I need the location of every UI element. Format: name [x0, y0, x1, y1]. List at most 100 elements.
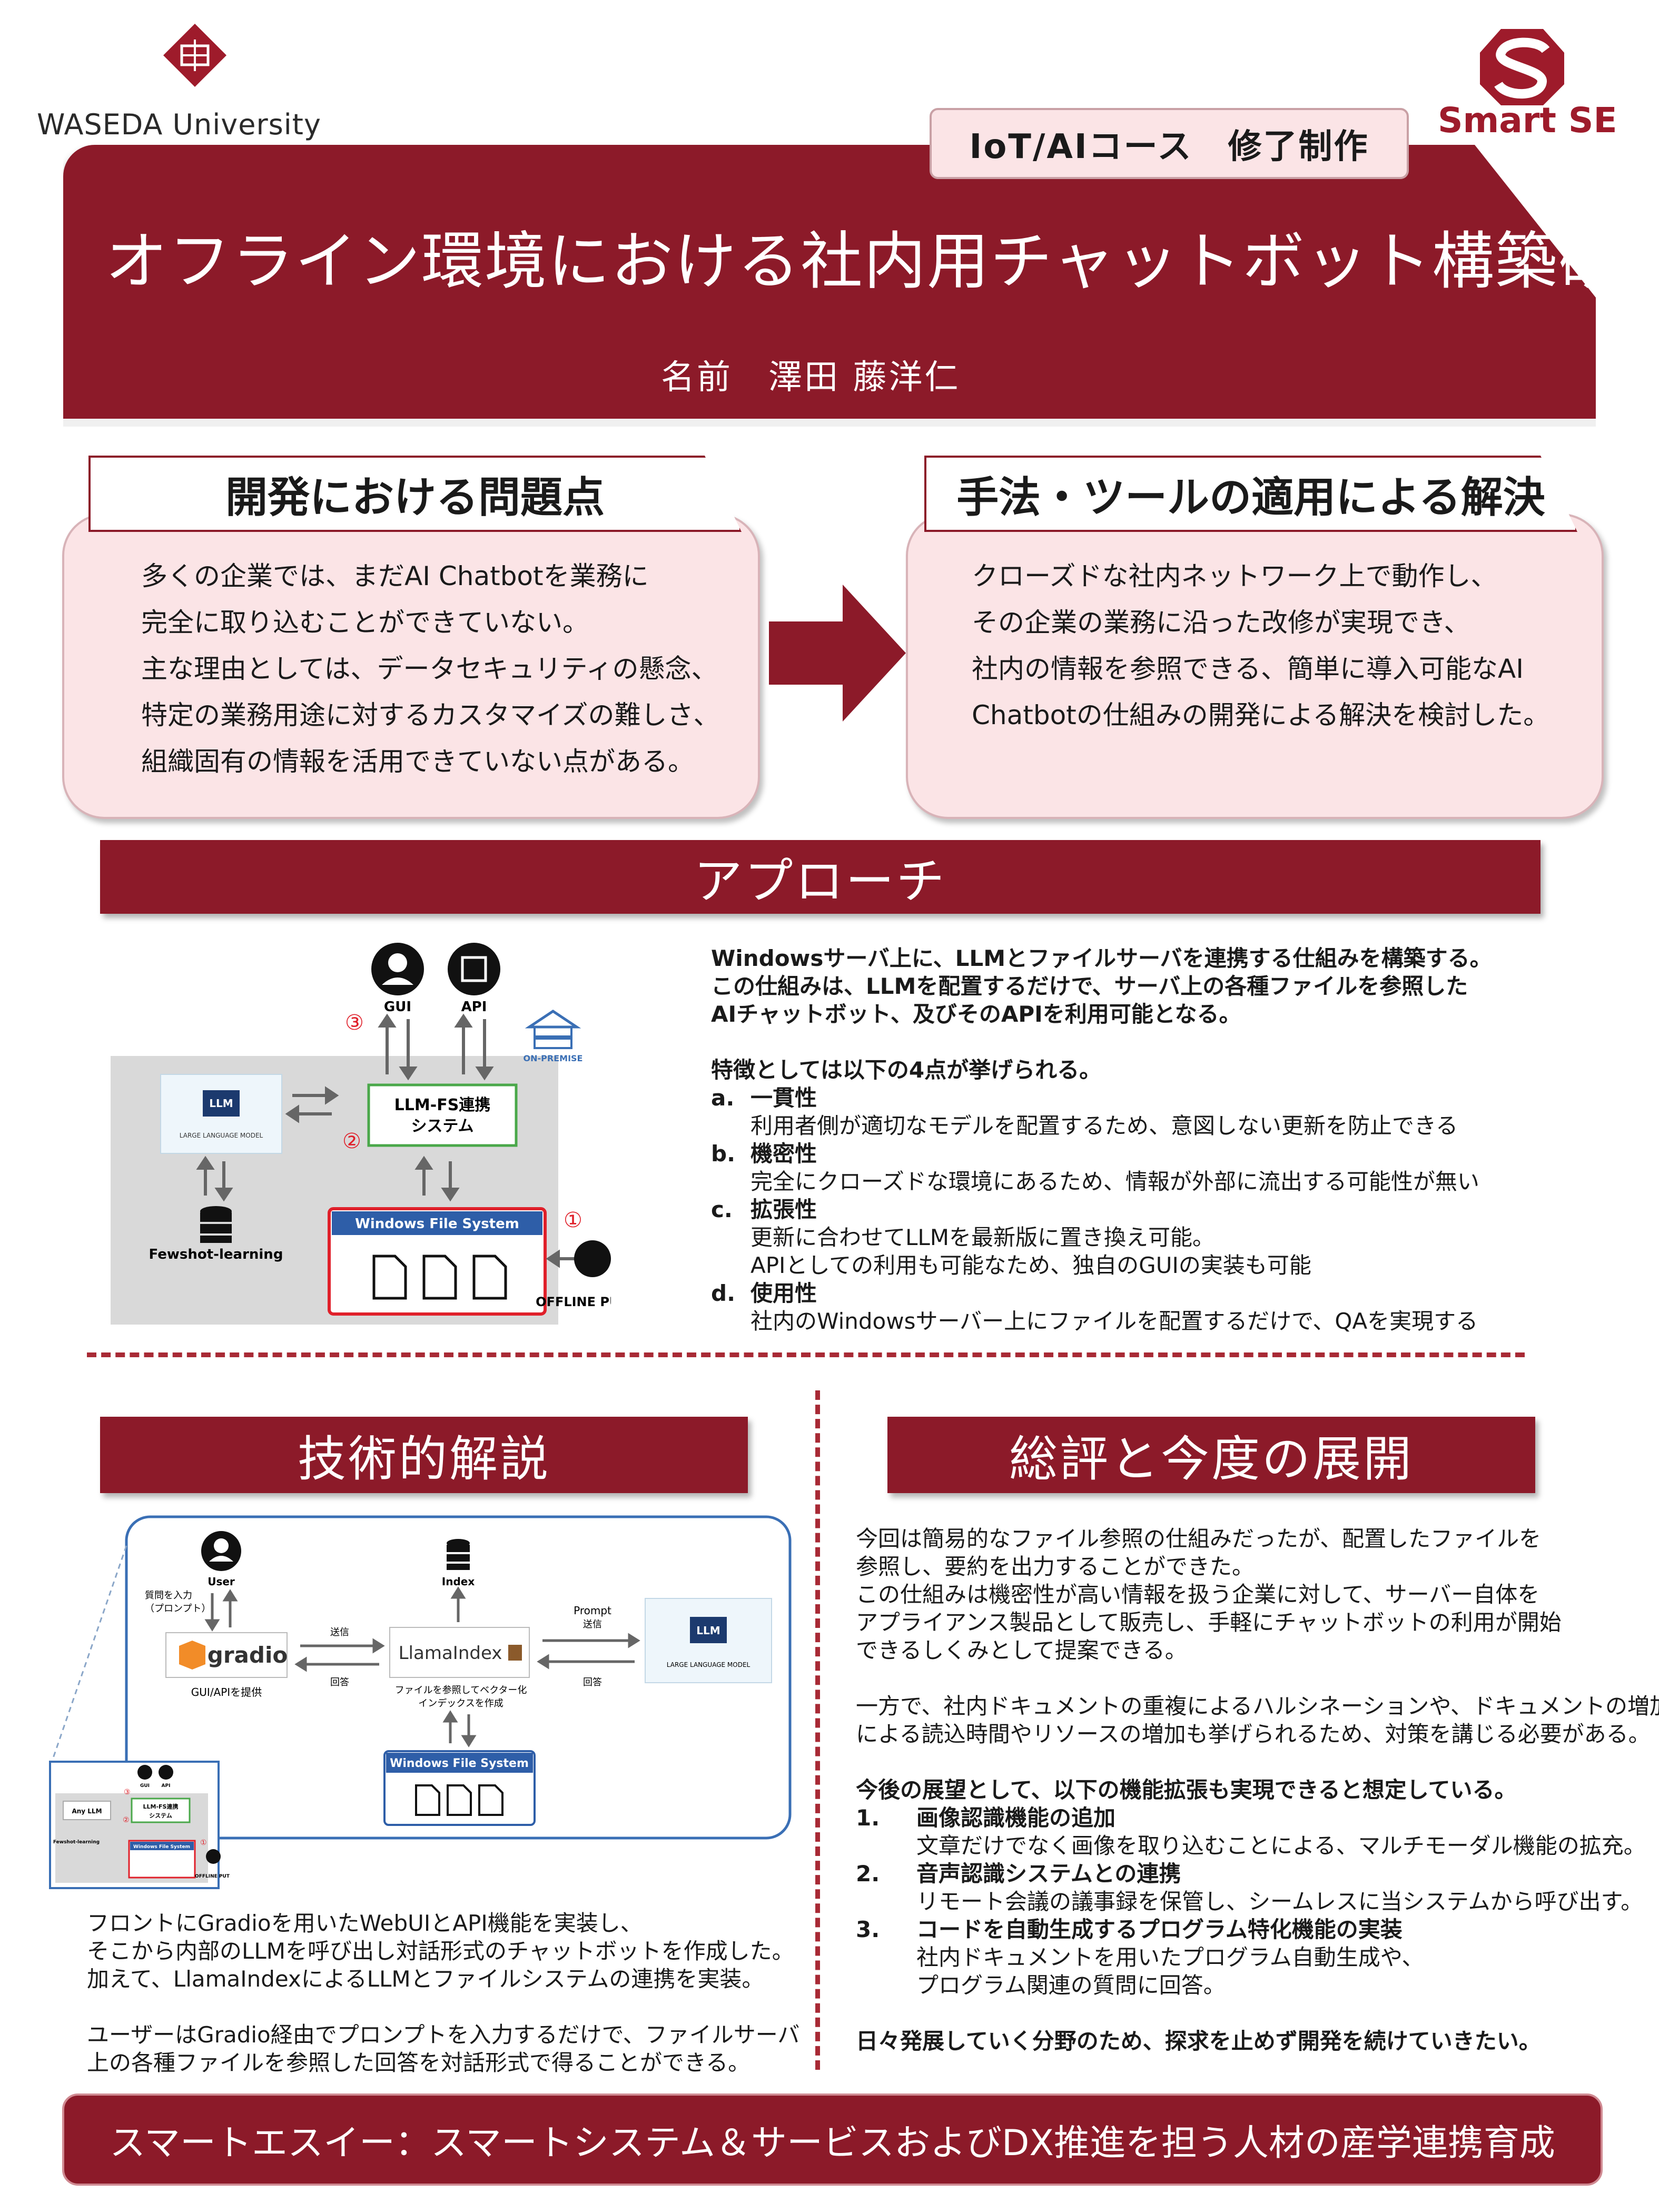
wfs-label: Windows File System [355, 1216, 519, 1232]
llamaindex-sub-label: インデックスを作成 [418, 1698, 503, 1709]
tech-diagram: User 質問を入力 （プロンプト） gradio GUI/APIを提供 送信 … [49, 1515, 792, 1889]
problem-line: 多くの企業では、まだAI Chatbotを業務に [141, 561, 649, 591]
feature-title: 拡張性 [750, 1197, 817, 1222]
tech-line: 加えて、LlamaIndexによるLLMとファイルシステムの連携を実装。 [87, 1966, 764, 1992]
mini-api-label: API [162, 1783, 171, 1789]
input-label: （プロンプト） [145, 1603, 211, 1614]
mini-marker-2: ② [123, 1816, 130, 1824]
brand-name: Smart SE [1438, 100, 1617, 141]
future-title: 音声認識システムとの連携 [916, 1861, 1181, 1887]
waseda-logo [163, 24, 226, 87]
feature-title: 使用性 [750, 1280, 817, 1306]
problem-line: 主な理由としては、データセキュリティの懸念、 [141, 654, 718, 684]
footer-banner: スマートエスイー：スマートシステム＆サービスおよびDX推進を担う人材の産学連携育… [62, 2094, 1603, 2186]
section-divider [87, 1352, 1525, 1357]
solution-line: クローズドな社内ネットワーク上で動作し、 [972, 561, 1497, 591]
llm-sub-label: LARGE LANGUAGE MODEL [180, 1132, 263, 1139]
mini-offline-label: OFFLINE PUT [195, 1874, 230, 1879]
problem-panel [62, 514, 760, 819]
summary-heading: 総評と今度の展開 [887, 1417, 1535, 1493]
mini-wfs-label: Windows File System [133, 1844, 190, 1850]
summary-line: できるしくみとして提案できる。 [856, 1637, 1187, 1663]
answer-label: 回答 [330, 1677, 349, 1688]
future-desc: 文章だけでなく画像を取り込むことによる、マルチモーダル機能の拡充。 [916, 1833, 1646, 1859]
future-title: コードを自動生成するプログラム特化機能の実装 [916, 1917, 1403, 1942]
summary-line: による読込時間やリソースの増加も挙げられるため、対策を講じる必要がある。 [856, 1721, 1651, 1747]
summary-line: この仕組みは機密性が高い情報を扱う企業に対して、サーバー自体を [856, 1582, 1540, 1607]
tech-heading: 技術的解説 [100, 1417, 748, 1493]
feature-desc: 社内のWindowsサーバー上にファイルを配置するだけで、QAを実現する [750, 1308, 1478, 1334]
solution-line: Chatbotの仕組みの開発による解決を検討した。 [972, 700, 1550, 730]
llm-sub-label: LARGE LANGUAGE MODEL [667, 1661, 750, 1668]
university-name: WASEDA University [37, 108, 321, 141]
approach-intro-line: AIチャットボット、及びそのAPIを利用可能となる。 [711, 1001, 1241, 1027]
future-mark: 1. [856, 1805, 880, 1831]
page-title: オフライン環境における社内用チャットボット構築研究 [105, 225, 1659, 298]
offline-put-label: OFFLINE PUT [536, 1295, 611, 1309]
llmfs-label-1: LLM-FS連携 [394, 1096, 491, 1114]
approach-heading: アプローチ [100, 840, 1540, 914]
document-icon [372, 1255, 507, 1300]
send-label: 送信 [583, 1619, 602, 1630]
solution-heading: 手法・ツールの適用による解決 [924, 456, 1577, 532]
feature-title: 機密性 [750, 1141, 817, 1167]
author-name: 名前 澤田 藤洋仁 [661, 358, 961, 397]
summary-line: 今回は簡易的なファイル参照の仕組みだったが、配置したファイルを [856, 1526, 1542, 1552]
gradio-sub-label: GUI/APIを提供 [191, 1686, 262, 1698]
approach-text: Windowsサーバ上に、LLMとファイルサーバを連携する仕組みを構築する。 こ… [711, 944, 1492, 1335]
future-mark: 2. [856, 1861, 880, 1887]
llmfs-label-2: システム [411, 1117, 473, 1135]
answer-label: 回答 [583, 1677, 602, 1688]
mini-llmfs-label: システム [149, 1812, 172, 1819]
mini-marker-1: ① [200, 1839, 207, 1847]
index-label: Index [442, 1575, 475, 1588]
database-icon [200, 1206, 232, 1243]
prompt-label: Prompt [574, 1604, 611, 1617]
mini-any-llm-label: Any LLM [72, 1808, 102, 1815]
solution-line: その企業の業務に沿った改修が実現でき、 [972, 607, 1470, 638]
future-desc: プログラム関連の質問に回答。 [916, 1972, 1226, 1998]
mini-marker-3: ③ [124, 1788, 131, 1796]
tech-line: フロントにGradioを用いたWebUIとAPI機能を実装し、 [87, 1910, 643, 1936]
solution-panel [906, 514, 1604, 819]
right-arrow-icon [769, 585, 906, 722]
gui-label: GUI [384, 999, 411, 1015]
mini-gui-label: GUI [140, 1783, 150, 1789]
column-divider [815, 1390, 820, 2070]
feature-mark: d. [711, 1280, 736, 1306]
llm-label: LLM [209, 1097, 233, 1110]
marker-3: ③ [345, 1011, 364, 1035]
summary-line: 参照し、要約を出力することができた。 [856, 1554, 1255, 1579]
summary-closing: 日々発展していく分野のため、探求を止めず開発を続けていきたい。 [856, 2028, 1541, 2054]
mini-llmfs-label: LLM-FS連携 [143, 1803, 179, 1810]
solution-text: クローズドな社内ネットワーク上で動作し、 その企業の業務に沿った改修が実現でき、… [972, 553, 1549, 738]
feature-title: 一貫性 [750, 1085, 817, 1111]
summary-line: アプライアンス製品として販売し、手軽にチャットボットの利用が開始 [856, 1609, 1562, 1635]
api-label: API [461, 999, 487, 1015]
problem-line: 組織固有の情報を活用できていない点がある。 [141, 746, 694, 777]
marker-1: ① [564, 1208, 582, 1232]
llamaindex-logo: LlamaIndex [399, 1643, 502, 1664]
feature-desc: APIとしての利用も可能なため、独自のGUIの実装も可能 [750, 1252, 1311, 1278]
future-desc: リモート会議の議事録を保管し、シームレスに当システムから呼び出す。 [916, 1889, 1643, 1914]
document-icon [415, 1784, 503, 1816]
problem-line: 特定の業務用途に対するカスタマイズの難しさ、 [141, 700, 720, 730]
summary-text: 今回は簡易的なファイル参照の仕組みだったが、配置したファイルを 参照し、要約を出… [856, 1525, 1659, 2055]
future-desc: 社内ドキュメントを用いたプログラム自動生成や、 [916, 1944, 1424, 1970]
solution-line: 社内の情報を参照できる、簡単に導入可能なAI [972, 654, 1524, 684]
feature-desc: 利用者側が適切なモデルを配置するため、意図しない更新を防止できる [750, 1113, 1458, 1139]
tech-line: ユーザーはGradio経由でプロンプトを入力するだけで、ファイルサーバ [87, 2022, 800, 2048]
input-label: 質問を入力 [145, 1590, 192, 1601]
server-icon [525, 1009, 581, 1049]
fewshot-label: Fewshot-learning [149, 1247, 283, 1262]
title-banner [63, 145, 1596, 419]
feature-mark: b. [711, 1141, 736, 1167]
tech-line: そこから内部のLLMを呼び出し対話形式のチャットボットを作成した。 [87, 1938, 794, 1964]
features-intro: 特徴としては以下の4点が挙げられる。 [711, 1057, 1102, 1083]
wfs-label: Windows File System [390, 1757, 529, 1770]
feature-mark: c. [711, 1197, 733, 1222]
marker-2: ② [342, 1129, 361, 1153]
api-gear-icon [448, 943, 500, 995]
feature-mark: a. [711, 1085, 735, 1111]
tech-text: フロントにGradioを用いたWebUIとAPI機能を実装し、 そこから内部のL… [87, 1909, 799, 2077]
